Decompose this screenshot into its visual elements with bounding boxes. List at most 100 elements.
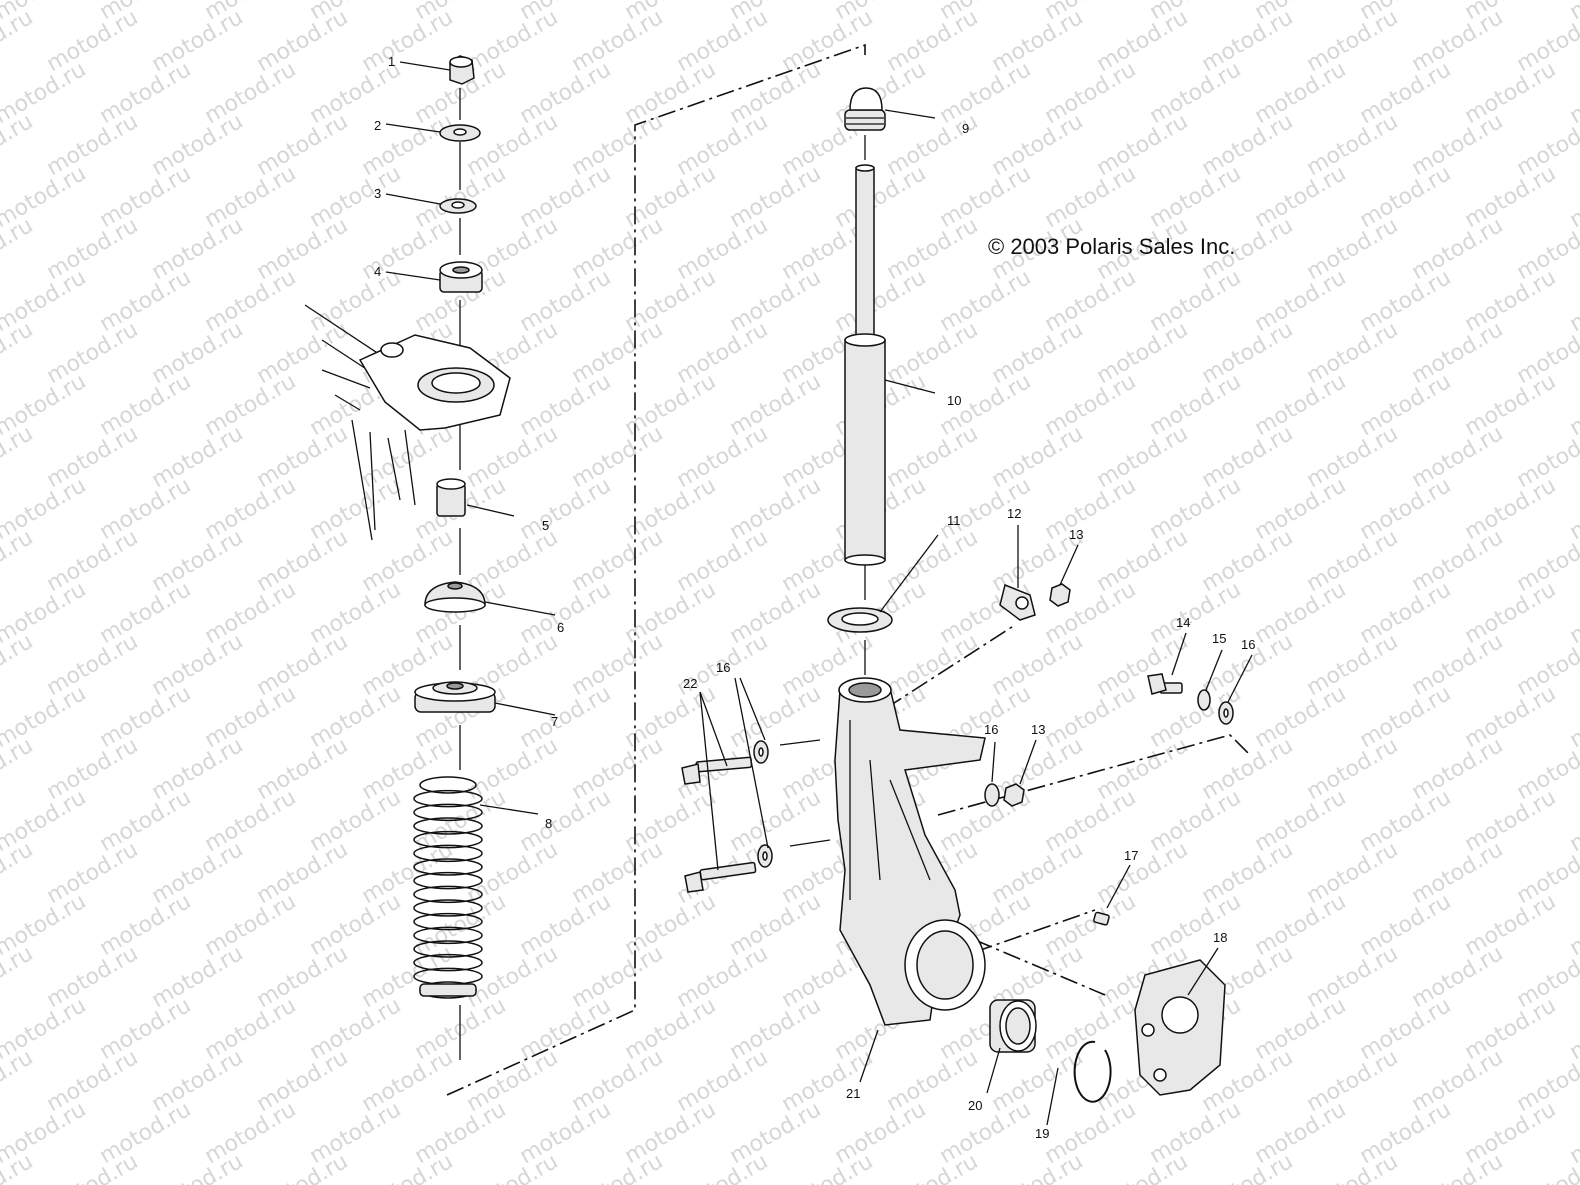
watermark-text: motod.ru — [1566, 681, 1580, 753]
watermark-text: motod.ru — [1041, 473, 1141, 545]
watermark-text: motod.ru — [726, 577, 826, 649]
spring-coil — [419, 776, 477, 794]
watermark-text: motod.ru — [673, 5, 773, 77]
spring-coil — [413, 803, 483, 822]
watermark-text: motod.ru — [516, 889, 616, 961]
watermark-text: motod.ru — [148, 421, 248, 493]
watermark-text: motod.ru — [201, 785, 301, 857]
watermark-text: motod.ru — [726, 1097, 826, 1169]
watermark-text: motod.ru — [936, 265, 1036, 337]
watermark-text: motod.ru — [1093, 317, 1193, 389]
watermark-text: motod.ru — [1251, 1097, 1351, 1169]
watermark-text: motod.ru — [96, 57, 196, 129]
watermark-text: motod.ru — [96, 681, 196, 753]
watermark-text: motod.ru — [43, 213, 143, 285]
watermark-text: motod.ru — [253, 629, 353, 701]
watermark-text: motod.ru — [306, 785, 406, 857]
watermark-text: motod.ru — [1041, 889, 1141, 961]
watermark-text: motod.ru — [1408, 941, 1508, 1013]
watermark-text: motod.ru — [0, 837, 37, 909]
watermark-text: motod.ru — [0, 109, 37, 181]
watermark-text: motod.ru — [1303, 837, 1403, 909]
watermark-text: motod.ru — [0, 5, 37, 77]
watermark-text: motod.ru — [1566, 473, 1580, 545]
watermark-text: motod.ru — [1461, 57, 1561, 129]
watermark-text: motod.ru — [568, 213, 668, 285]
watermark-text: motod.ru — [43, 733, 143, 805]
watermark-text: motod.ru — [1408, 213, 1508, 285]
watermark-text: motod.ru — [726, 681, 826, 753]
watermark-text: motod.ru — [43, 525, 143, 597]
callout-3: 3 — [374, 186, 381, 201]
spring-coil — [413, 953, 483, 972]
watermark-text: motod.ru — [1303, 5, 1403, 77]
watermark-text: motod.ru — [726, 161, 826, 233]
watermark-text: motod.ru — [1251, 993, 1351, 1065]
watermark-text: motod.ru — [201, 889, 301, 961]
watermark-text: motod.ru — [358, 1045, 458, 1117]
watermark-text: motod.ru — [1041, 681, 1141, 753]
watermark-text: motod.ru — [1146, 1097, 1246, 1169]
watermark-text: motod.ru — [1041, 993, 1141, 1065]
upper-bushing — [439, 261, 483, 293]
callout-17: 17 — [1124, 848, 1138, 863]
watermark-text: motod.ru — [726, 785, 826, 857]
watermark-text: motod.ru — [1093, 109, 1193, 181]
watermark-text: motod.ru — [253, 1045, 353, 1117]
watermark-text: motod.ru — [1041, 161, 1141, 233]
watermark-text: motod.ru — [253, 733, 353, 805]
watermark-text: motod.ru — [516, 1097, 616, 1169]
watermark-text: motod.ru — [306, 473, 406, 545]
watermark-text: motod.ru — [1041, 785, 1141, 857]
watermark-text: motod.ru — [673, 421, 773, 493]
callout-1: 1 — [388, 54, 395, 69]
watermark-text: motod.ru — [568, 525, 668, 597]
watermark-text: motod.ru — [96, 993, 196, 1065]
watermark-text: motod.ru — [463, 421, 563, 493]
watermark-text: motod.ru — [43, 1045, 143, 1117]
callout-leaders — [385, 61, 1253, 1126]
watermark-text: motod.ru — [883, 525, 983, 597]
watermark-text: motod.ru — [1461, 265, 1561, 337]
watermark-text: motod.ru — [1408, 629, 1508, 701]
watermark-text: motod.ru — [201, 473, 301, 545]
watermark-text: motod.ru — [516, 161, 616, 233]
watermark-text: motod.ru — [1566, 889, 1580, 961]
callout-19: 19 — [1035, 1126, 1049, 1141]
watermark-text: motod.ru — [988, 317, 1088, 389]
watermark-text: motod.ru — [463, 5, 563, 77]
coil-spring — [413, 776, 483, 999]
nut-13-lower — [1003, 783, 1025, 807]
watermark-text: motod.ru — [1356, 785, 1456, 857]
watermark-text: motod.ru — [0, 525, 37, 597]
callout-16-left: 16 — [716, 660, 730, 675]
watermark-text: motod.ru — [1146, 369, 1246, 441]
watermark-text: motod.ru — [673, 213, 773, 285]
watermark-text: motod.ru — [96, 369, 196, 441]
watermark-text: motod.ru — [568, 317, 668, 389]
washer-16-mid — [984, 783, 1000, 807]
spring-coil — [413, 885, 483, 904]
assembly-lines — [446, 43, 1251, 1096]
watermark-text: motod.ru — [253, 213, 353, 285]
watermark-text: motod.ru — [1356, 889, 1456, 961]
watermark-text: motod.ru — [1146, 577, 1246, 649]
watermark-text: motod.ru — [831, 265, 931, 337]
watermark-text: motod.ru — [253, 837, 353, 909]
watermark-text: motod.ru — [148, 1149, 248, 1185]
watermark-text: motod.ru — [148, 317, 248, 389]
watermark-text: motod.ru — [43, 941, 143, 1013]
watermark-text: motod.ru — [988, 1045, 1088, 1117]
watermark-text: motod.ru — [148, 109, 248, 181]
spring-coil — [413, 899, 483, 917]
callout-14: 14 — [1176, 615, 1190, 630]
frame-mount-bracket — [304, 304, 511, 541]
watermark-text: motod.ru — [43, 421, 143, 493]
watermark-text: motod.ru — [463, 109, 563, 181]
watermark-text: motod.ru — [1461, 785, 1561, 857]
watermark-text: motod.ru — [1041, 1097, 1141, 1169]
watermark-text: motod.ru — [1146, 785, 1246, 857]
watermark-text: motod.ru — [726, 57, 826, 129]
watermark-text: motod.ru — [1408, 5, 1508, 77]
